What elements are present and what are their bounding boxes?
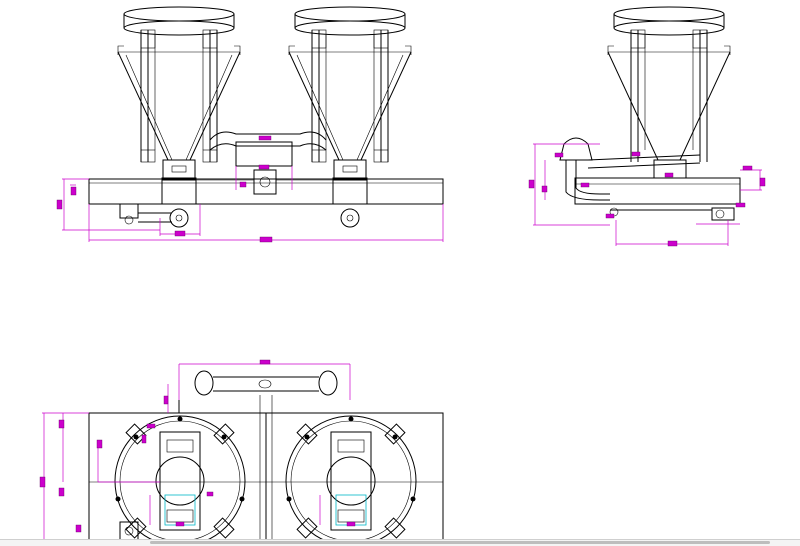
- front-view: [56, 6, 444, 243]
- drive-assembly: [119, 203, 360, 228]
- hopper-left: [117, 6, 241, 205]
- scrollbar-thumb[interactable]: [150, 541, 770, 544]
- top-view: [39, 359, 477, 546]
- side-view: [528, 6, 766, 247]
- front-view-dimensions: [56, 135, 444, 243]
- base-frame: [88, 178, 444, 205]
- top-view-dimensions: [39, 359, 477, 546]
- top-duct: [178, 370, 338, 413]
- hopper-left-plan: [114, 415, 246, 546]
- connecting-duct: [195, 131, 333, 195]
- hopper-right-plan: [285, 415, 417, 546]
- hopper-right: [288, 6, 412, 205]
- horizontal-scrollbar[interactable]: [0, 539, 800, 546]
